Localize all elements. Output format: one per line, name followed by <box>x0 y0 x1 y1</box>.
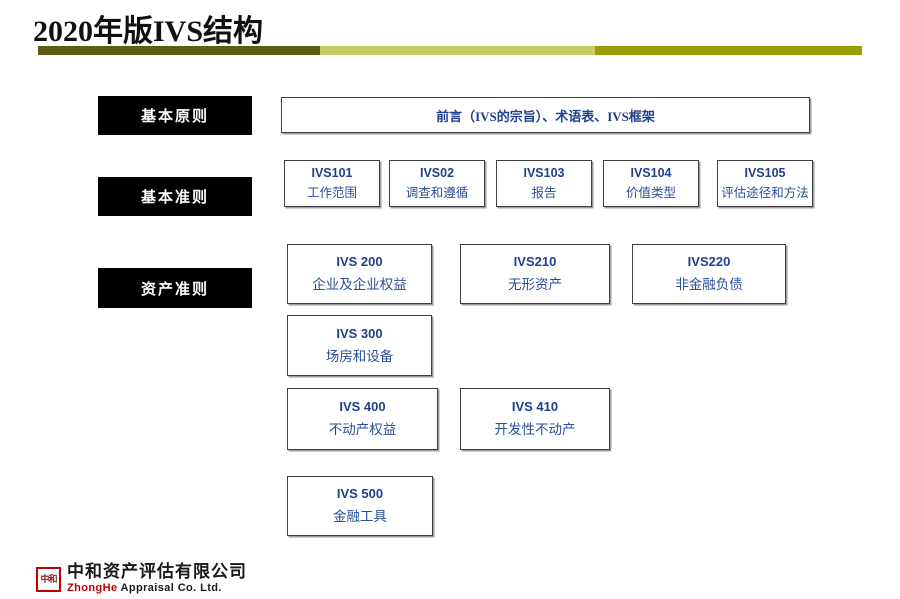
ivs-code: IVS220 <box>687 254 731 270</box>
ivs-code: IVS 400 <box>339 399 386 415</box>
ivs-code: IVS 500 <box>336 486 384 502</box>
ivs-code: IVS 410 <box>511 399 559 415</box>
company-name-cn: 中和资产评估有限公司 <box>67 562 247 581</box>
category-label-basic-standards: 基本准则 <box>98 177 252 216</box>
ivs-box-ivs300[interactable]: IVS 300 场房和设备 <box>287 315 432 376</box>
category-label-asset-standards: 资产准则 <box>98 268 252 308</box>
ivs-name: 开发性不动产 <box>494 422 576 438</box>
ivs-box-ivs410[interactable]: IVS 410 开发性不动产 <box>460 388 610 450</box>
ivs-name: 金融工具 <box>333 509 387 525</box>
ivs-box-ivs02[interactable]: IVS02 调查和遵循 <box>389 160 485 207</box>
ivs-name: 场房和设备 <box>325 348 394 364</box>
category-label-text: 基本准则 <box>140 190 209 206</box>
company-name-en-brand: ZhongHe <box>67 581 118 594</box>
rule-segment-medium <box>595 46 862 55</box>
category-label-text: 基本原则 <box>140 109 209 125</box>
ivs-code: IVS105 <box>744 166 786 181</box>
ivs-code: IVS 300 <box>336 325 383 341</box>
ivs-name: 企业及企业权益 <box>312 277 407 293</box>
category-label-basic-principles: 基本原则 <box>98 96 252 135</box>
ivs-name: 无形资产 <box>508 277 562 293</box>
ivs-box-ivs200[interactable]: IVS 200 企业及企业权益 <box>287 244 432 304</box>
ivs-name: 非金融负债 <box>675 277 743 293</box>
ivs-box-ivs103[interactable]: IVS103 报告 <box>496 160 592 207</box>
ivs-code: IVS02 <box>419 166 455 181</box>
rule-segment-dark <box>38 46 320 55</box>
rule-segment-light <box>320 46 595 55</box>
category-label-text: 资产准则 <box>140 281 209 298</box>
ivs-box-ivs400[interactable]: IVS 400 不动产权益 <box>287 388 438 450</box>
title-divider-rule <box>38 46 862 55</box>
ivs-code: IVS101 <box>311 166 353 181</box>
ivs-name: 报告 <box>531 185 557 200</box>
ivs-name: 价值类型 <box>625 185 676 200</box>
company-seal-text: 中和 <box>40 573 57 584</box>
company-seal-icon: 中和 <box>36 566 61 592</box>
company-name-block: 中和资产评估有限公司 ZhongHe Appraisal Co. Ltd. <box>67 563 247 595</box>
ivs-code: IVS104 <box>630 166 672 181</box>
ivs-name: 调查和遵循 <box>405 185 469 200</box>
ivs-name: 评估途径和方法 <box>721 185 809 200</box>
ivs-name: 不动产权益 <box>328 422 397 438</box>
company-name-en-rest: Appraisal Co. Ltd. <box>117 581 222 594</box>
ivs-code: IVS210 <box>513 254 557 270</box>
company-name-en: ZhongHe Appraisal Co. Ltd. <box>67 582 247 595</box>
ivs-name: 工作范围 <box>306 185 357 200</box>
company-logo: 中和 中和资产评估有限公司 ZhongHe Appraisal Co. Ltd. <box>36 563 247 595</box>
ivs-code: IVS 200 <box>336 254 383 270</box>
ivs-code: IVS103 <box>523 166 565 181</box>
preface-box[interactable]: 前言（IVS的宗旨）、术语表、IVS框架 <box>281 97 810 133</box>
ivs-box-ivs220[interactable]: IVS220 非金融负债 <box>632 244 786 304</box>
page-title: 2020年版IVS结构 <box>33 15 264 48</box>
ivs-box-ivs105[interactable]: IVS105 评估途径和方法 <box>717 160 813 207</box>
ivs-box-ivs104[interactable]: IVS104 价值类型 <box>603 160 699 207</box>
preface-text: 前言（IVS的宗旨）、术语表、IVS框架 <box>436 108 655 124</box>
ivs-box-ivs210[interactable]: IVS210 无形资产 <box>460 244 610 304</box>
ivs-box-ivs101[interactable]: IVS101 工作范围 <box>284 160 380 207</box>
ivs-box-ivs500[interactable]: IVS 500 金融工具 <box>287 476 433 536</box>
